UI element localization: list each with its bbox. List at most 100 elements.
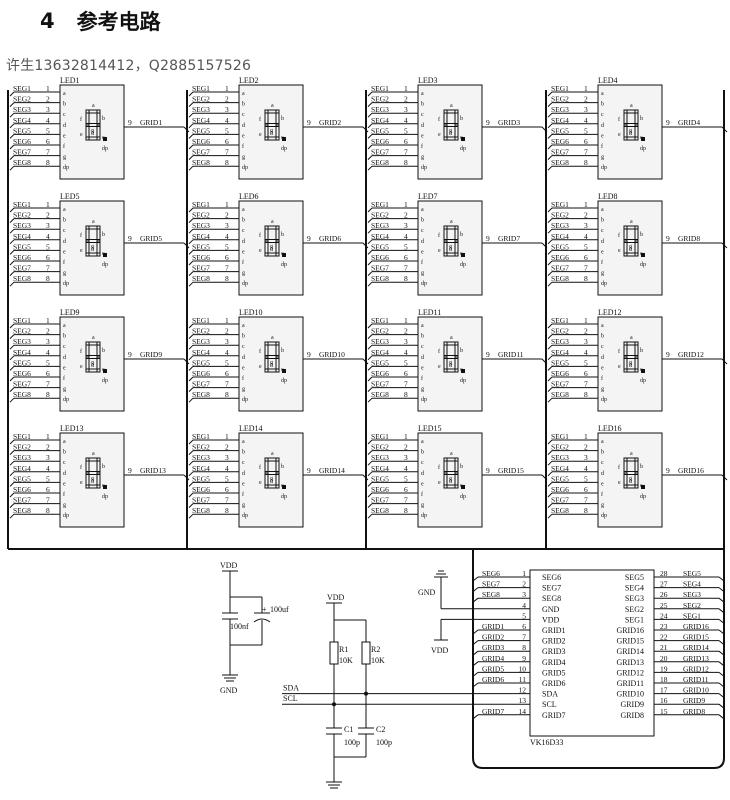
digit-letter-b: b [460, 232, 463, 238]
grid-label: GRID12 [678, 350, 704, 359]
digit-letter-e: e [618, 364, 621, 370]
bus-entry [718, 672, 725, 677]
bus-entry [472, 587, 479, 592]
grid-label: GRID2 [319, 118, 341, 127]
led-body [597, 200, 663, 296]
seg-label: SEG7 [551, 148, 569, 157]
digit-letter-c: c [640, 483, 643, 489]
bus-entry [183, 126, 190, 133]
digit-letter-a: a [450, 103, 453, 109]
seg-label: SEG6 [13, 137, 31, 146]
seg-label: SEG7 [551, 264, 569, 273]
bus-entry [9, 250, 15, 255]
bus-entry [188, 460, 194, 466]
led-body [597, 84, 663, 180]
chip-net-label: GRID10 [683, 686, 709, 695]
pin-letter: c [421, 460, 424, 466]
pin-number: 5 [404, 474, 408, 483]
pin-letter: c [242, 228, 245, 234]
pin-number: 7 [404, 380, 408, 389]
bus-entry [188, 155, 194, 160]
bus-entry [188, 387, 194, 392]
pin-number: 1 [404, 200, 408, 209]
bus-entry [547, 271, 553, 276]
chip-pin-name: VDD [542, 615, 560, 624]
seg-label: SEG5 [13, 358, 31, 367]
digit-letter-c: c [102, 483, 105, 489]
bus-entry [367, 134, 373, 139]
digit-letter-d: d [629, 363, 632, 369]
digit-letter-f: f [618, 348, 620, 355]
bus-entry [472, 576, 479, 582]
seg-label: SEG6 [371, 485, 389, 494]
grid-pin-number: 9 [128, 466, 132, 475]
pin-letter: f [242, 259, 244, 266]
bus-entry [367, 503, 373, 508]
pin-letter: f [63, 259, 65, 266]
digit-letter-a: a [450, 451, 453, 457]
chip-net-label: GRID15 [683, 633, 709, 642]
pin-number: 2 [46, 211, 50, 220]
bus-entry [367, 366, 373, 371]
bus-entry [547, 334, 553, 339]
pin-letter: e [242, 249, 245, 255]
digit-letter-a: a [271, 103, 274, 109]
pin-number: 6 [225, 253, 229, 262]
digit-letter-d: d [449, 131, 452, 137]
chip-pin-name: GRID7 [542, 711, 566, 720]
bus-entry [472, 597, 479, 603]
digit-letter-b: b [281, 464, 284, 470]
digit-letter-b: b [640, 232, 643, 238]
pin-letter: a [63, 439, 66, 445]
chip-pin-number: 25 [660, 601, 668, 610]
bus-entry [541, 358, 548, 365]
seg-label: SEG5 [551, 242, 569, 251]
cap-value: 100nf [230, 622, 249, 631]
bus-entry [188, 344, 194, 350]
pin-letter: e [63, 481, 66, 487]
pin-letter: g [421, 503, 424, 509]
chip-pin-name: GRID12 [616, 668, 644, 677]
bus-entry [188, 112, 194, 118]
digit-letter-a: a [630, 451, 633, 457]
bus-entry [9, 344, 15, 350]
grid-pin-number: 9 [486, 350, 490, 359]
pin-letter: f [601, 143, 603, 150]
bus-entry [188, 366, 194, 371]
bus-entry [9, 482, 15, 487]
bus-entry [188, 334, 194, 339]
seg-label: SEG1 [13, 432, 31, 441]
pin-number: 6 [225, 485, 229, 494]
digit-letter-a: a [271, 219, 274, 225]
bus-entry [472, 629, 479, 635]
seg-label: SEG8 [192, 506, 210, 515]
digit-letter-e: e [259, 480, 262, 486]
digit-letter-dp: dp [460, 146, 466, 152]
digit-letter-d: d [629, 479, 632, 485]
bus-entry [367, 376, 373, 382]
seg-label: SEG4 [192, 464, 210, 473]
seg-label: SEG6 [192, 369, 210, 378]
grid-label: GRID8 [678, 234, 700, 243]
seg-label: SEG8 [551, 390, 569, 399]
seg-label: SEG6 [192, 485, 210, 494]
pin-number: 6 [46, 485, 50, 494]
seg-label: SEG7 [551, 496, 569, 505]
digit-letter-e: e [438, 480, 441, 486]
seg-label: SEG6 [13, 485, 31, 494]
digit-letter-d: d [629, 131, 632, 137]
pin-number: 3 [225, 337, 229, 346]
pin-letter: d [242, 239, 245, 245]
seg-label: SEG1 [551, 200, 569, 209]
pin-letter: a [63, 207, 66, 213]
seg-label: SEG5 [13, 474, 31, 483]
pin-number: 8 [225, 158, 229, 167]
pin-number: 2 [584, 211, 588, 220]
bus-entry [367, 112, 373, 118]
pin-number: 3 [46, 337, 50, 346]
pin-number: 1 [584, 316, 588, 325]
